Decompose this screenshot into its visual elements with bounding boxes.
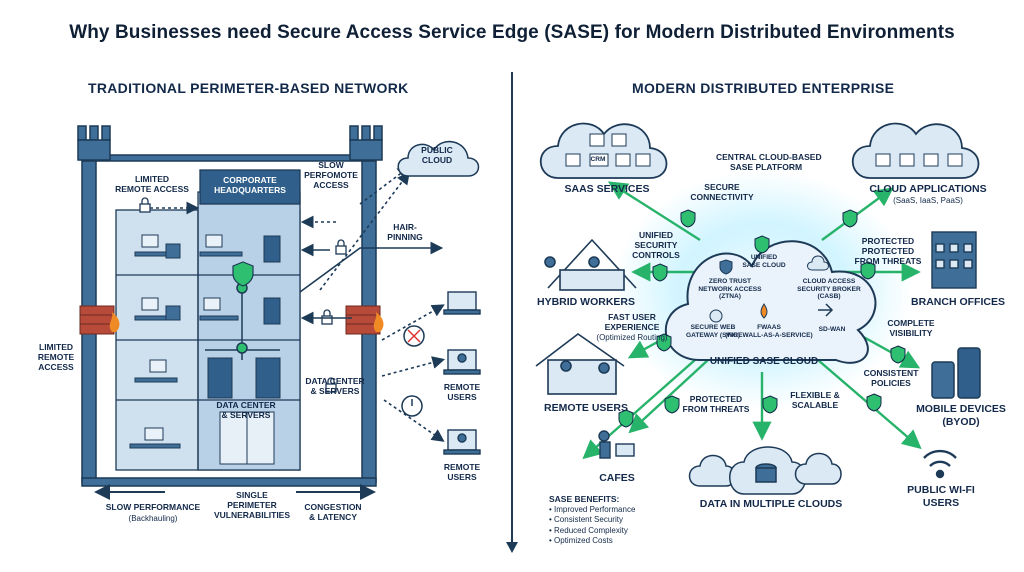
central-platform-label: CENTRAL CLOUD-BASED SASE PLATFORM — [716, 152, 822, 173]
latency-stopwatch-icons — [401, 325, 425, 417]
benefit-item: • Improved Performance — [549, 505, 636, 515]
callout-complete-visibility: COMPLETE VISIBILITY — [887, 318, 935, 339]
public-wifi-icon — [923, 449, 957, 479]
benefit-item: • Optimized Costs — [549, 536, 613, 546]
data-center-inside-label: DATA CENTER & SERVERS — [216, 400, 276, 421]
cloud-applications-label: CLOUD APPLICATIONS — [869, 183, 987, 195]
green-shield-icons — [618, 209, 906, 428]
callout-secure-connectivity: SECURE CONNECTIVITY — [690, 182, 754, 203]
core-sdwan-label: SD-WAN — [818, 326, 846, 333]
legacy-flow-arrows — [94, 166, 446, 500]
limited-remote-access-top-label: LIMITED REMOTE ACCESS — [115, 174, 189, 195]
benefit-item: • Consistent Security — [549, 515, 623, 525]
page-title: Why Businesses need Secure Access Servic… — [69, 22, 955, 43]
cloud-applications-sub: (SaaS, IaaS, PaaS) — [893, 196, 963, 205]
callout-fast-ux: FAST USER EXPERIENCE — [604, 312, 660, 333]
cafes-label: CAFES — [599, 472, 635, 484]
saas-cloud-icon — [539, 122, 668, 179]
core-fwaas-label: FWaaS (FIREWALL-AS-A-SERVICE) — [725, 324, 813, 339]
perimeter-shield-icon — [232, 261, 254, 287]
firewall-right-icon — [345, 305, 384, 335]
public-cloud-icon — [397, 140, 480, 177]
remote-users-label: REMOTE USERS — [543, 402, 628, 414]
core-swg-label: SECURE WEB GATEWAY (SWG) — [685, 324, 741, 339]
left-section-heading: TRADITIONAL PERIMETER-BASED NETWORK — [88, 80, 409, 96]
center-divider — [506, 72, 518, 553]
right-section-heading: MODERN DISTRIBUTED ENTERPRISE — [632, 80, 895, 96]
limited-remote-access-left-label: LIMITED REMOTE ACCESS — [37, 342, 75, 373]
office-desks — [129, 234, 243, 449]
saas-services-label: SAAS SERVICES — [564, 183, 650, 195]
cafe-user-icon — [598, 430, 635, 459]
benefits-title: SASE BENEFITS: — [549, 494, 620, 504]
remote-user-laptops — [443, 291, 481, 455]
sase-benefits: SASE BENEFITS: • Improved Performance • … — [549, 494, 635, 547]
data-center-right-label: DATA CENTER & SERVERS — [305, 376, 365, 397]
public-cloud-label: PUBLIC CLOUD — [421, 145, 453, 166]
callout-protected-threats-top: PROTECTED PROTECTED FROM THREATS — [854, 236, 922, 267]
data-multiple-clouds-label: DATA IN MULTIPLE CLOUDS — [699, 498, 843, 510]
hybrid-workers-label: HYBRID WORKERS — [536, 296, 635, 308]
callout-consistent-policies: CONSISTENT POLICIES — [863, 368, 919, 389]
callout-fast-ux-sub: (Optimized Routing) — [596, 333, 668, 342]
branch-offices-label: BRANCH OFFICES — [911, 296, 1005, 308]
callout-unified-controls: UNIFIED SECURITY CONTROLS — [632, 230, 680, 261]
mobile-devices-label: MOBILE DEVICES (BYOD) — [916, 403, 1006, 428]
remote-users-label-1: REMOTE USERS — [443, 382, 481, 403]
single-perimeter-label: SINGLE PERIMETER VULNERABILITIES — [213, 490, 291, 521]
slow-performance-sub: (Backhauling) — [128, 514, 178, 523]
server-racks — [207, 235, 281, 465]
unified-sase-cloud — [664, 240, 877, 364]
callout-flexible-scalable: FLEXIBLE & SCALABLE — [790, 390, 840, 411]
core-casb-label: CLOUD ACCESS SECURITY BROKER (CASB) — [797, 278, 861, 301]
castle-perimeter — [77, 125, 383, 483]
public-wifi-label: PUBLIC WI-FI USERS — [907, 484, 975, 509]
core-unified-label: UNIFIED SASE CLOUD — [742, 254, 786, 269]
hair-pinning-label: HAIR- PINNING — [387, 222, 423, 243]
slow-performance-label: SLOW PERFORMANCE — [105, 502, 201, 512]
slow-remote-access-label: SLOW PERFOMOTE ACCESS — [304, 160, 358, 191]
branch-office-icon — [931, 231, 977, 289]
benefit-item: • Reduced Complexity — [549, 525, 628, 535]
core-ztna-label: ZERO TRUST NETWORK ACCESS (ZTNA) — [698, 278, 762, 301]
data-multiple-clouds-icon — [688, 446, 842, 495]
hq-label: CORPORATE HEADQUARTERS — [214, 175, 286, 196]
castle-base — [81, 477, 377, 487]
firewall-left-icon — [79, 305, 120, 335]
saas-crm-icon-label: CRM — [590, 156, 606, 163]
remote-users-label-2: REMOTE USERS — [443, 462, 481, 483]
core-title: UNIFIED SASE CLOUD — [709, 356, 819, 367]
cloud-applications-icon — [851, 122, 980, 179]
remote-users-house-icon — [535, 333, 625, 395]
core-service-icons — [709, 255, 834, 323]
hybrid-workers-house-icon — [544, 238, 637, 291]
callout-protected-threats-bottom: PROTECTED FROM THREATS — [682, 394, 750, 415]
congestion-label: CONGESTION & LATENCY — [304, 502, 362, 523]
mobile-devices-icon — [931, 347, 981, 399]
